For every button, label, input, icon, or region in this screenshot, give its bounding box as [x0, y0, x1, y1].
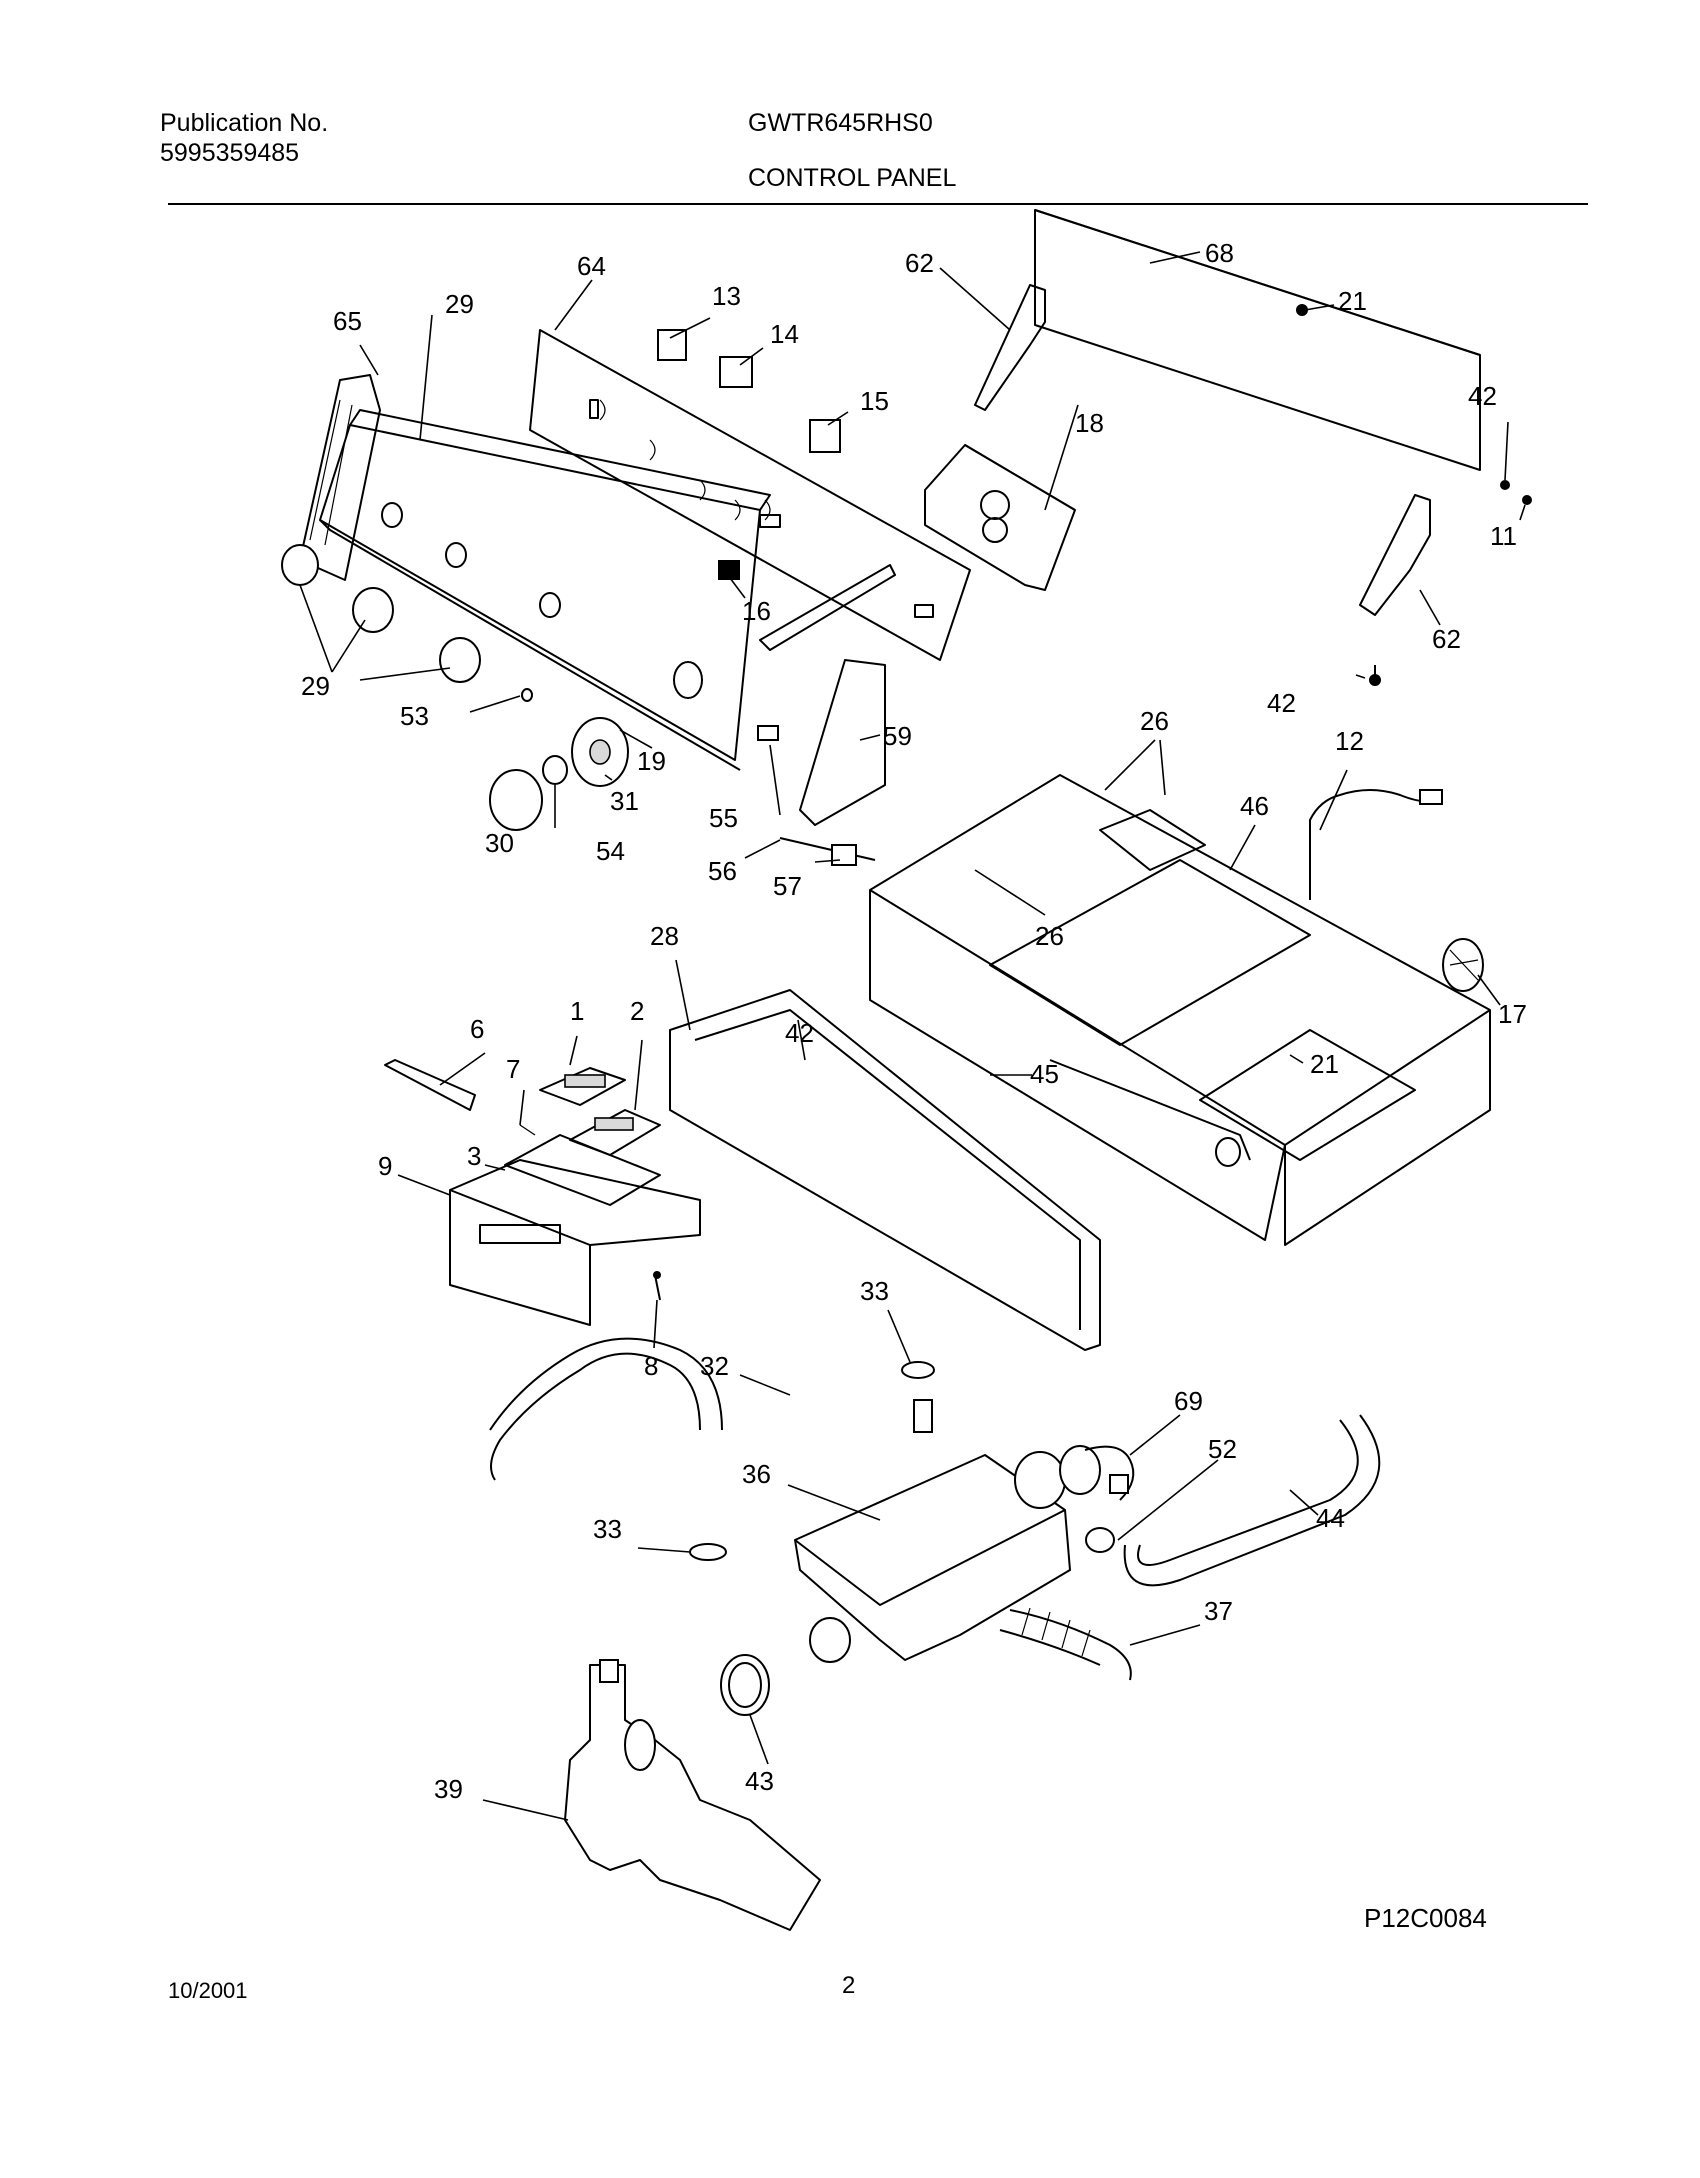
control-panel-console: [281, 329, 1076, 866]
cabinet-top: [869, 774, 1491, 1246]
callout-11: 11: [1490, 521, 1517, 551]
callout-15: 15: [860, 386, 889, 416]
callout-28: 29: [445, 289, 474, 319]
callout-62: 62: [1432, 624, 1461, 654]
callout-69: 69: [1174, 1386, 1203, 1416]
callout-44: 44: [1316, 1503, 1345, 1533]
publication-label: Publication No.: [160, 109, 329, 137]
callout-56: 56: [708, 856, 737, 886]
callout-42: 42: [1267, 688, 1296, 718]
callout-52: 52: [1208, 1434, 1237, 1464]
callout-labels: 65 29 64 13 14 15 16 18 62 68 21 42 11 6…: [301, 238, 1527, 1804]
callout-27: 28: [650, 921, 679, 951]
callout-9: 9: [378, 1151, 392, 1181]
callout-21: 21: [1338, 286, 1367, 316]
callout-13: 13: [712, 281, 741, 311]
publication-date: 10/2001: [168, 1978, 248, 2003]
callout-54: 54: [596, 836, 625, 866]
callout-64: 64: [577, 251, 606, 281]
callout-21: 21: [1310, 1049, 1339, 1079]
callout-8: 8: [644, 1351, 658, 1381]
callout-2: 2: [630, 996, 644, 1026]
callout-3: 3: [467, 1141, 481, 1171]
callout-55: 55: [709, 803, 738, 833]
callout-26: 26: [1140, 706, 1169, 736]
callout-31: 31: [610, 786, 639, 816]
callout-19: 19: [637, 746, 666, 776]
callout-45: 45: [1030, 1059, 1059, 1089]
callout-17: 17: [1498, 999, 1527, 1029]
callout-16: 16: [742, 596, 771, 626]
publication-info: Publication No. 5995359485: [160, 108, 328, 168]
page-number: 2: [842, 1972, 856, 1999]
callout-12: 12: [1335, 726, 1364, 756]
callout-30: 30: [485, 828, 514, 858]
callout-29: 29: [301, 671, 330, 701]
callout-26: 26: [1035, 921, 1064, 951]
section-title: CONTROL PANEL: [748, 164, 957, 192]
publication-number: 5995359485: [160, 139, 300, 167]
callout-14: 14: [770, 319, 799, 349]
callout-37: 37: [1204, 1596, 1233, 1626]
callout-7: 7: [506, 1054, 520, 1084]
header-divider: [168, 203, 1588, 205]
callout-33: 33: [593, 1514, 622, 1544]
callout-39: 39: [434, 1774, 463, 1804]
leader-lines: [299, 251, 1526, 1821]
callout-42: 42: [1468, 381, 1497, 411]
callout-53: 53: [400, 701, 429, 731]
callout-62: 62: [905, 248, 934, 278]
drain-pump-assembly: [489, 1337, 1381, 1931]
callout-36: 36: [742, 1459, 771, 1489]
model-number: GWTR645RHS0: [748, 109, 933, 137]
callout-43: 43: [745, 1766, 774, 1796]
dispenser-assembly: [384, 989, 1101, 1351]
console-back-panel: [974, 209, 1532, 686]
callout-33: 33: [860, 1276, 889, 1306]
callout-1: 1: [570, 996, 584, 1026]
callout-42: 42: [785, 1018, 814, 1048]
callout-59: 59: [883, 721, 912, 751]
callout-57: 57: [773, 871, 802, 901]
callout-32: 32: [700, 1351, 729, 1381]
callout-6: 6: [470, 1014, 484, 1044]
callout-68: 68: [1205, 238, 1234, 268]
drawing-number: P12C0084: [1364, 1903, 1487, 1933]
callout-65: 65: [333, 306, 362, 336]
callout-46: 46: [1240, 791, 1269, 821]
callout-18: 18: [1075, 408, 1104, 438]
